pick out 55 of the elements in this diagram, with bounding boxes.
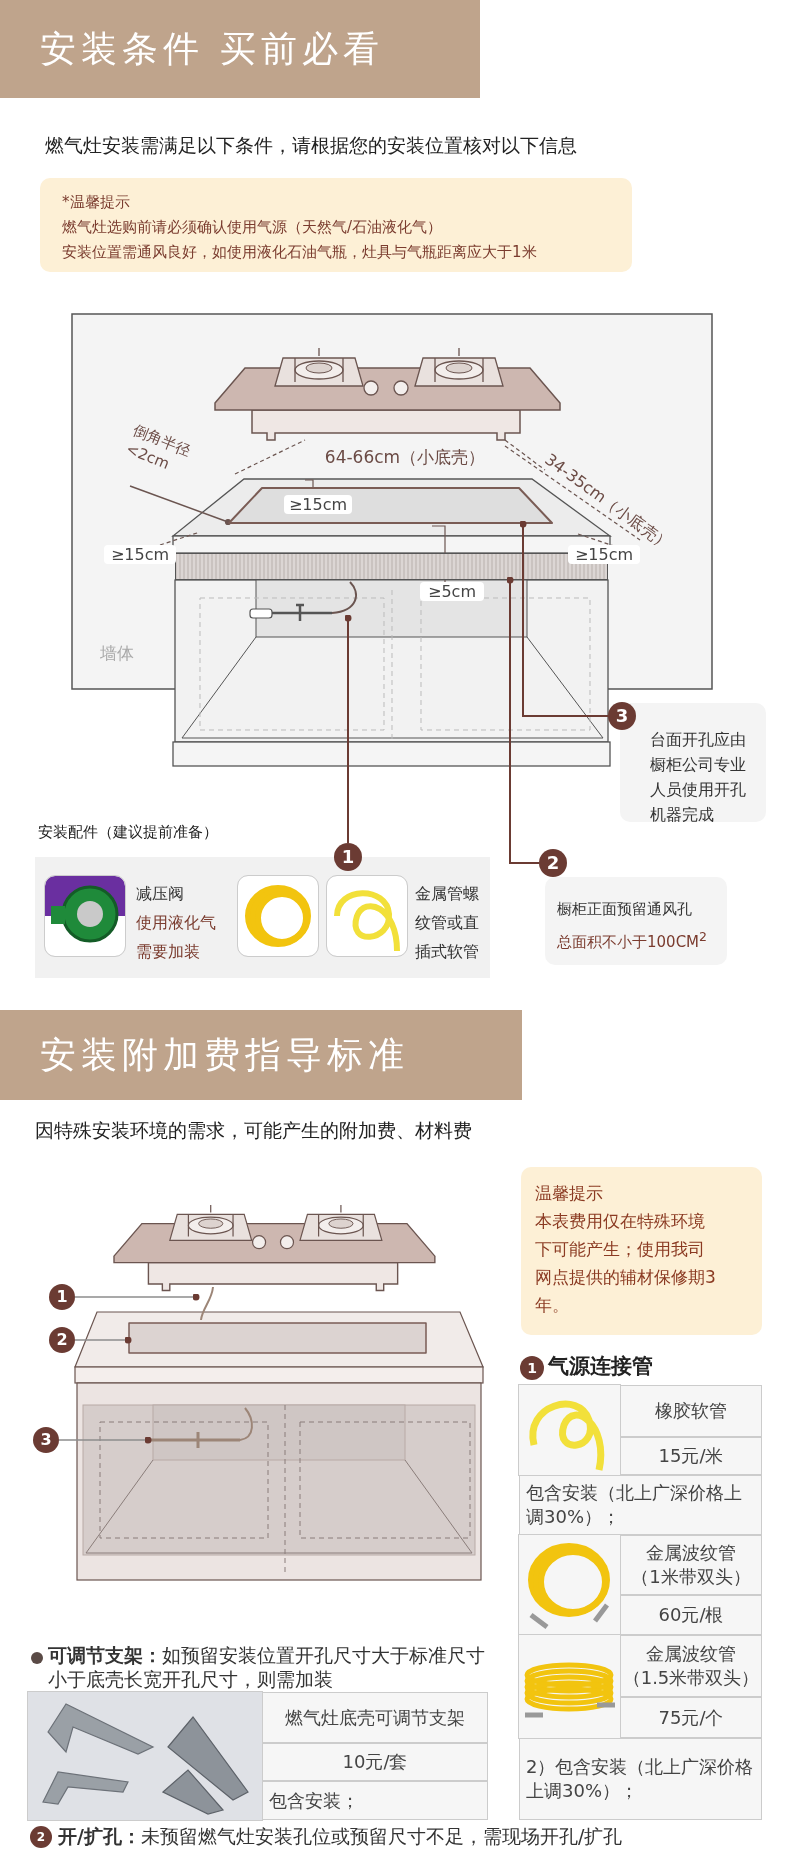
- table-cell: 包含安装（北上广深价格上调30%）；: [519, 1475, 762, 1535]
- table-cell: 15元/米: [620, 1437, 762, 1475]
- callout-number: 1: [334, 843, 362, 871]
- dimension-label: 64-66cm（小底壳）: [323, 446, 487, 469]
- leader-line: [58, 1436, 152, 1444]
- tip-text: *温馨提示: [62, 192, 131, 213]
- table-cell: 燃气灶底壳可调节支架: [262, 1692, 488, 1743]
- note-text: 可调节支架：如预留安装位置开孔尺寸大于标准尺寸小于底壳长宽开孔尺寸，则需加装: [48, 1643, 486, 1691]
- dimension-label: 倒角半径 <2cm: [123, 419, 195, 475]
- section-heading: 气源连接管: [548, 1353, 654, 1380]
- tip-box: [40, 178, 632, 272]
- callout-number: 3: [33, 1427, 59, 1453]
- leader-line: [519, 520, 609, 717]
- number-badge: 2: [30, 1826, 52, 1848]
- table-cell: 金属波纹管（1米带双头）: [620, 1535, 762, 1595]
- leader-line: [344, 614, 352, 844]
- table-cell: 75元/个: [620, 1697, 762, 1738]
- tip-box: [521, 1167, 762, 1335]
- table-cell: 金属波纹管（1.5米带双头）: [620, 1635, 762, 1697]
- countertop-cutout: [128, 1322, 427, 1354]
- tip-text: 温馨提示: [535, 1182, 604, 1205]
- callout-number: 3: [608, 702, 636, 730]
- tip-text: 本表费用仅在特殊环境下可能产生；使用我司网点提供的辅材保修期3年。: [535, 1210, 717, 1317]
- accessory-text: 使用液化气需要加装: [136, 912, 217, 963]
- leader-line: [74, 1293, 200, 1301]
- accessory-text: 减压阀: [136, 883, 185, 905]
- dimension-label: ≥15cm: [104, 545, 176, 564]
- dimension-label: ≥15cm: [284, 495, 352, 514]
- accessory-text: 金属管螺纹管或直插式软管: [415, 883, 480, 963]
- note-card: [545, 877, 727, 965]
- dimension-label: ≥15cm: [568, 545, 640, 564]
- callout-number: 2: [49, 1327, 75, 1353]
- section-header: 安装附加费指导标准: [0, 1010, 522, 1100]
- section-header: 安装条件 买前必看: [0, 0, 480, 98]
- callout-number: 2: [539, 849, 567, 877]
- note-text: 总面积不小于100CM$^{2}$: [557, 928, 708, 953]
- leader-line: [74, 1336, 132, 1344]
- table-cell: 60元/根: [620, 1595, 762, 1635]
- callout-number: 1: [49, 1284, 75, 1310]
- note-text: 台面开孔应由橱柜公司专业人员使用开孔机器完成: [650, 729, 747, 826]
- subtitle: 燃气灶安装需满足以下条件，请根据您的安装位置核对以下信息: [45, 133, 578, 158]
- tip-text: 安装位置需通风良好，如使用液化石油气瓶，灶具与气瓶距离应大于1米: [62, 242, 538, 263]
- section-caption: 安装配件（建议提前准备）: [38, 823, 219, 842]
- table-cell: 包含安装；: [262, 1781, 488, 1820]
- number-badge: 1: [520, 1356, 544, 1380]
- table-cell: 2）包含安装（北上广深价格上调30%）；: [519, 1738, 762, 1820]
- note-text: 橱柜正面预留通风孔: [557, 899, 693, 920]
- table-cell: 10元/套: [262, 1743, 488, 1781]
- leader-line: [506, 576, 540, 864]
- table-cell: 橡胶软管: [620, 1385, 762, 1437]
- tip-text: 燃气灶选购前请必须确认使用气源（天然气/石油液化气）: [62, 217, 444, 238]
- note-text: 开/扩孔：未预留燃气灶安装孔位或预留尺寸不足，需现场开孔/扩孔: [58, 1824, 624, 1849]
- dimension-label: ≥5cm: [420, 582, 484, 601]
- subtitle: 因特殊安装环境的需求，可能产生的附加费、材料费: [35, 1118, 473, 1143]
- wall-label: 墙体: [100, 642, 135, 665]
